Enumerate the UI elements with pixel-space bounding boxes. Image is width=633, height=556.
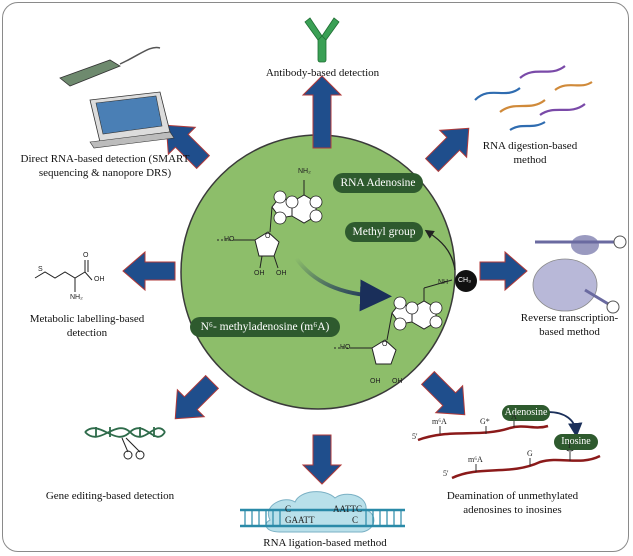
i-label: I (568, 441, 571, 450)
arrow-lower-left (174, 374, 220, 420)
arrow-upper-right (424, 127, 470, 173)
oh-label-top-2: OH (276, 270, 287, 277)
oh-label-top-1: OH (254, 270, 265, 277)
adenosine-n-atoms (273, 190, 323, 225)
ligation-left-top: C (285, 504, 292, 514)
g-star: G* (480, 417, 490, 426)
metabolic-label: Metabolic labelling-based detection (29, 313, 145, 339)
inosine-pill: Inosine (554, 434, 598, 450)
oh-label-bottom-1: OH (370, 378, 381, 385)
arrow-upper-left (165, 124, 211, 170)
adenosine-to-inosine-arrow (547, 411, 583, 438)
o-label-bottom: O (382, 341, 388, 348)
arrow-up (301, 75, 343, 149)
m6a-2: m⁶A (468, 455, 483, 464)
m6a-n-atoms (393, 296, 443, 331)
antibody-icon (304, 17, 340, 63)
ch3-group (455, 270, 477, 292)
ligation-right-top: AATTC (333, 504, 362, 514)
a-label: A (511, 412, 517, 421)
deamination-label: Deamination of unmethylated adenosines t… (446, 490, 579, 516)
sequencing-device-icon (59, 46, 175, 149)
ho-label-top: HO (224, 236, 235, 243)
direct-rna-label: Direct RNA-based detection (SMART sequen… (20, 153, 190, 179)
methylation-arrow (294, 256, 392, 312)
antibody-label: Antibody-based detection (265, 67, 380, 79)
ligation-label: RNA ligation-based method (263, 537, 387, 549)
m6a-pill: N⁶- methyladenosine (m⁶A) (190, 317, 340, 337)
rna-adenosine-pill: RNA Adenosine (333, 173, 423, 193)
o-label-top: O (265, 233, 271, 240)
nh2-label: NH₂ (298, 168, 311, 175)
dna-scissors-icon (84, 427, 166, 460)
arrow-lower-right (420, 370, 466, 416)
metabolic-o: O (83, 252, 89, 259)
g-label: G (527, 449, 533, 458)
ho-label-bottom: HO (340, 344, 351, 351)
arrow-left (122, 250, 176, 292)
methyl-group-pill: Methyl group (345, 222, 423, 242)
reverse-transcription-label: Reverse transcription-based method (520, 312, 619, 338)
metabolic-s: S (38, 266, 43, 273)
rna-digestion-label: RNA digestion-based method (482, 140, 578, 166)
ligation-left-bottom: GAATT (285, 515, 315, 525)
gene-editing-label: Gene editing-based detection (45, 490, 175, 502)
ch3-label: CH₃ (458, 277, 471, 284)
metabolic-oh: OH (94, 276, 105, 283)
m6a-1: m⁶A (432, 417, 447, 426)
ligation-icon (240, 491, 405, 533)
metabolic-molecule-icon (34, 260, 93, 292)
nh-label: NH (438, 279, 449, 286)
reverse-transcriptase-icon (532, 235, 627, 314)
oh-label-bottom-2: OH (392, 378, 403, 385)
five-prime-1: 5' (412, 432, 418, 441)
methyl-pointer-arrow (424, 229, 456, 271)
arrow-right (479, 250, 528, 292)
five-prime-2: 5' (443, 469, 449, 478)
ligation-right-bottom: C (352, 515, 359, 525)
metabolic-nh2: NH₂ (70, 294, 83, 301)
adenosine-pill: Adenosine (502, 405, 550, 421)
rna-fragments-icon (474, 65, 593, 131)
arrow-down (301, 434, 343, 485)
